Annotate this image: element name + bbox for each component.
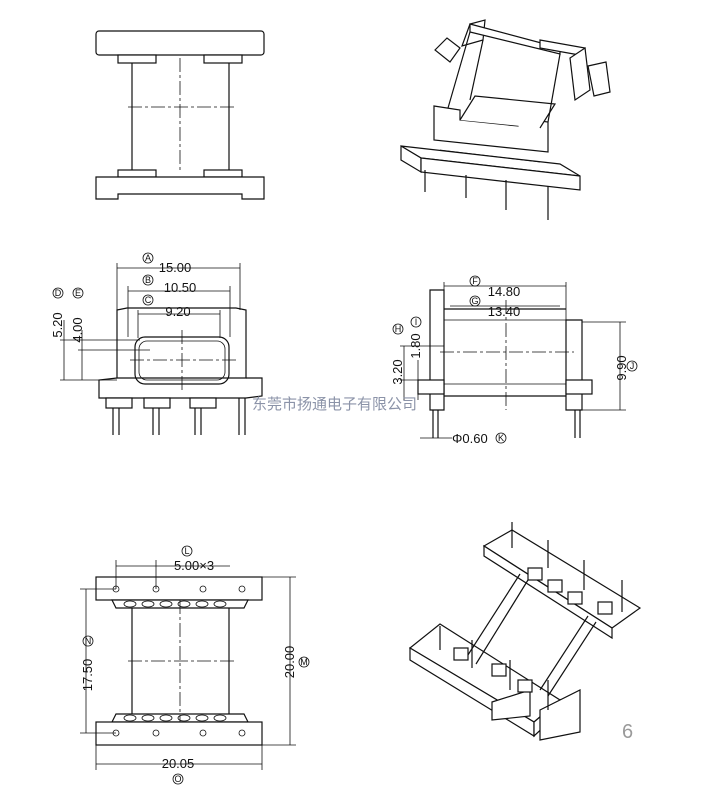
dimension-n: 17.50 <box>80 659 95 692</box>
dimension-g: G 13.40 <box>469 295 521 319</box>
dimension-h: 3.20 <box>390 359 405 384</box>
dimension-l: L 5.00×3 <box>174 545 214 573</box>
dimension-d: 5.20 <box>50 312 65 337</box>
dimension-c-letter: C <box>145 295 152 305</box>
dimension-d-letter: D <box>55 288 62 298</box>
dimension-o-letter: O <box>174 774 181 784</box>
dimension-b-letter: B <box>145 275 151 285</box>
dimension-h-letter: H <box>395 324 402 334</box>
top-view <box>95 30 265 200</box>
dimension-j-letter: J <box>630 361 635 371</box>
dimension-j-value: 9.90 <box>614 355 629 380</box>
dimension-g-letter: G <box>471 296 478 306</box>
front-view <box>60 263 263 435</box>
dimension-m-value: 20.00 <box>282 646 297 679</box>
dimension-k-letter: K <box>498 433 504 443</box>
dimension-k: Φ0.60 K <box>452 431 507 446</box>
dimension-n-value: 17.50 <box>80 659 95 692</box>
dimension-m-marker: M <box>298 656 310 668</box>
dimension-e: 4.00 <box>70 317 85 342</box>
dimension-c: C 9.20 <box>142 294 191 319</box>
dimension-i: 1.80 <box>408 333 423 358</box>
dimension-a-letter: A <box>145 253 151 263</box>
dimension-e-value: 4.00 <box>70 317 85 342</box>
dimension-e-marker: E <box>72 287 84 299</box>
dimension-b: B 10.50 <box>142 274 197 295</box>
dimension-i-letter: I <box>415 317 418 327</box>
slot-marks <box>123 600 227 722</box>
dimension-d-value: 5.20 <box>50 312 65 337</box>
dimension-d-marker: D <box>52 287 64 299</box>
dimension-n-marker: N <box>82 635 94 647</box>
dimension-g-value: 13.40 <box>488 304 521 319</box>
side-view <box>400 282 626 439</box>
dimension-m-letter: M <box>300 657 308 667</box>
dimension-a: A 15.00 <box>142 252 192 275</box>
dimension-o-value: 20.05 <box>162 756 195 771</box>
dimension-j-marker: J <box>626 360 638 372</box>
dimension-n-letter: N <box>85 636 92 646</box>
dimension-m: 20.00 <box>282 646 297 679</box>
dimension-h-marker: H <box>392 323 404 335</box>
page-number: 6 <box>622 721 633 743</box>
dimension-a-value: 15.00 <box>159 260 192 275</box>
dimension-f-value: 14.80 <box>488 284 521 299</box>
bottom-view <box>80 560 296 770</box>
dimension-l-letter: L <box>184 546 189 556</box>
dimension-e-letter: E <box>75 288 81 298</box>
dimension-h-value: 3.20 <box>390 359 405 384</box>
dimension-c-value: 9.20 <box>165 304 190 319</box>
dimension-i-marker: I <box>410 316 422 328</box>
dimension-f-letter: F <box>472 276 478 286</box>
dimension-l-value: 5.00×3 <box>174 558 214 573</box>
isometric-view-top <box>400 19 611 220</box>
dimension-b-value: 10.50 <box>164 280 197 295</box>
company-watermark: 东莞市扬通电子有限公司 <box>252 395 417 413</box>
isometric-view-bottom <box>408 522 642 741</box>
dimension-o: 20.05 O <box>162 756 195 785</box>
dimension-j: 9.90 <box>614 355 629 380</box>
dimension-i-value: 1.80 <box>408 333 423 358</box>
dimension-f: F 14.80 <box>469 275 521 299</box>
dimension-k-value: Φ0.60 <box>452 431 488 446</box>
